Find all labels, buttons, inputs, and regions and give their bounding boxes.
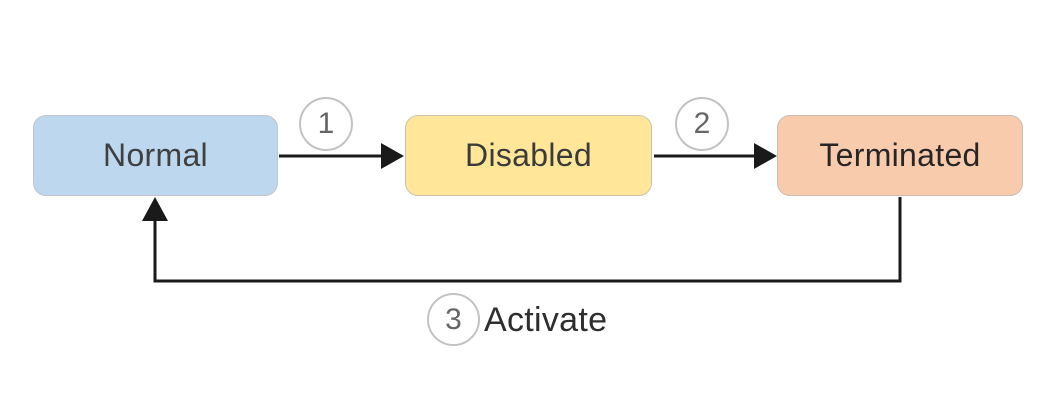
step-number-3: 3 <box>445 302 462 336</box>
edge-terminated-to-normal <box>153 197 902 283</box>
step-badge-2: 2 <box>675 97 729 151</box>
state-label-disabled: Disabled <box>465 137 592 173</box>
arrowhead-into-terminated <box>754 143 777 169</box>
state-node-terminated: Terminated <box>777 115 1023 196</box>
step-badge-3: 3 <box>427 293 480 346</box>
step-number-1: 1 <box>317 107 335 140</box>
state-node-disabled: Disabled <box>405 115 652 196</box>
state-node-normal: Normal <box>33 115 278 196</box>
step-badge-1: 1 <box>299 97 353 151</box>
arrowhead-into-normal <box>142 197 168 221</box>
state-label-terminated: Terminated <box>819 137 981 173</box>
state-label-normal: Normal <box>103 137 208 173</box>
step-number-2: 2 <box>693 107 711 140</box>
transition-activate-label: Activate <box>484 301 608 339</box>
arrowhead-into-disabled <box>381 143 404 169</box>
